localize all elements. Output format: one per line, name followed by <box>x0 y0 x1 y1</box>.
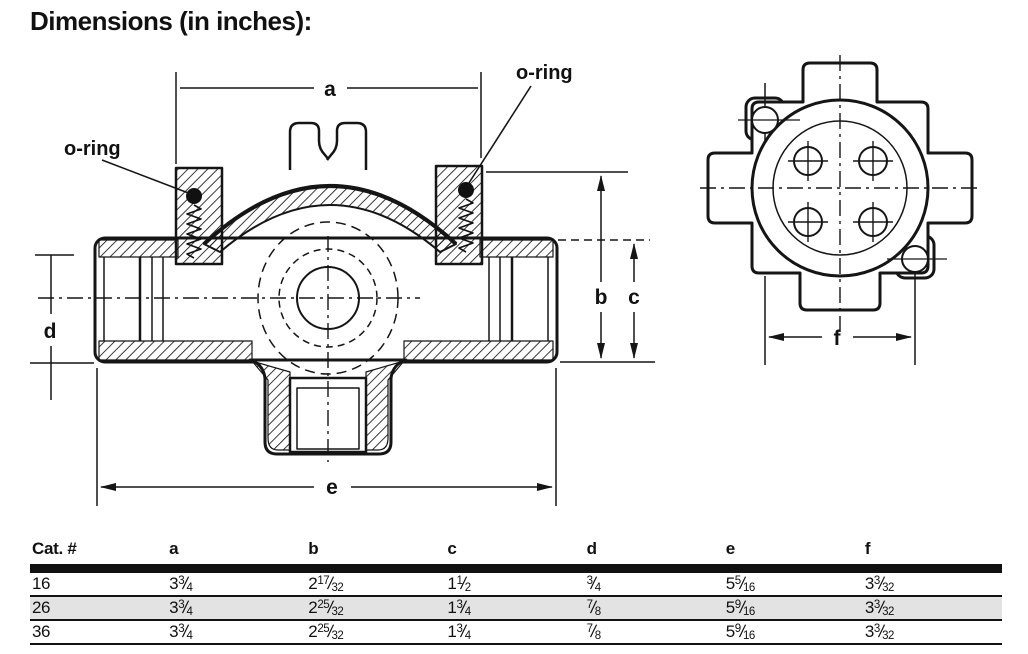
dim-a-value: 33/4 <box>169 574 193 594</box>
dim-e-value: 59/16 <box>725 622 756 642</box>
top-view: f <box>700 55 978 365</box>
dim-c-label: c <box>628 286 640 309</box>
dim-d-label: d <box>44 320 57 343</box>
dim-f-value: 33/32 <box>864 622 895 642</box>
thread-right <box>458 198 474 253</box>
top-wall-left <box>98 239 179 258</box>
oring-label-right: o-ring <box>516 62 573 84</box>
dim-a-value: 33/4 <box>169 598 193 618</box>
page-title: Dimensions (in inches): <box>30 6 312 36</box>
bottom-hub-wall-right <box>365 360 405 451</box>
oring-leader-right <box>466 85 532 187</box>
cross-section-view: o-ring o-ring a b <box>30 62 655 506</box>
bottom-hub-wall-left <box>251 360 291 451</box>
dim-e-value: 55/16 <box>725 574 756 594</box>
dim-e-value: 59/16 <box>725 598 756 618</box>
dim-d-value: 7/8 <box>586 598 602 618</box>
bottom-wall-right <box>403 340 554 361</box>
col-header-cat: Cat. # <box>30 537 168 573</box>
col-header-f: f <box>862 537 1002 573</box>
bolt <box>853 202 893 242</box>
cat-number: 16 <box>32 574 51 593</box>
table-row: 36 33/4 225/32 13/4 7/8 59/16 33/32 <box>30 620 1002 644</box>
cover-clamp-left <box>288 121 330 170</box>
oring-dot-left <box>186 188 202 204</box>
dim-c-value: 13/4 <box>447 622 471 642</box>
dim-c-value: 11/2 <box>447 574 471 594</box>
bottom-wall-left <box>98 340 253 361</box>
flange-right <box>434 164 484 266</box>
dim-f-value: 33/32 <box>864 574 895 594</box>
dim-f-label: f <box>834 327 842 350</box>
technical-drawing: o-ring o-ring a b <box>30 55 978 506</box>
dim-a <box>175 72 482 164</box>
dim-e-label: e <box>326 476 338 499</box>
col-header-d: d <box>584 537 724 573</box>
dim-d-value: 3/4 <box>586 574 602 594</box>
dim-b-value: 225/32 <box>308 622 344 642</box>
hub-thread-lines <box>103 257 549 341</box>
col-header-b: b <box>306 537 446 573</box>
dim-a-value: 33/4 <box>169 622 193 642</box>
bolt <box>788 141 828 181</box>
dim-b-value: 217/32 <box>308 574 344 594</box>
dim-b-value: 225/32 <box>308 598 344 618</box>
thread-left <box>186 204 202 259</box>
dim-a-label: a <box>324 78 336 101</box>
table-row: 16 33/4 217/32 11/2 3/4 55/16 33/32 <box>30 569 1002 596</box>
cover-clamp-right <box>326 121 368 170</box>
dim-f-value: 33/32 <box>864 598 895 618</box>
dim-b-label: b <box>595 286 608 309</box>
oring-leader-left <box>101 159 192 195</box>
dim-d-value: 7/8 <box>586 622 602 642</box>
dimensions-table: Cat. # a b c d e f 16 33/4 217/32 11/2 3… <box>30 537 1002 645</box>
corner-screw-lower-right <box>887 245 947 273</box>
cat-number: 26 <box>32 598 51 617</box>
oring-label-left: o-ring <box>64 138 121 160</box>
cover-bolts <box>788 141 893 242</box>
cat-number: 36 <box>32 622 51 641</box>
bolt <box>788 202 828 242</box>
col-header-c: c <box>445 537 585 573</box>
bolt <box>853 141 893 181</box>
col-header-a: a <box>167 537 307 573</box>
col-header-e: e <box>723 537 863 573</box>
dim-f <box>764 83 916 365</box>
oring-dot-right <box>458 182 474 198</box>
dim-c-value: 13/4 <box>447 598 471 618</box>
top-wall-right <box>479 239 554 258</box>
table-header: Cat. # a b c d e f <box>30 537 1002 573</box>
corner-screw-upper-left <box>738 106 800 134</box>
table-row: 26 33/4 225/32 13/4 7/8 59/16 33/32 <box>30 596 1002 620</box>
dim-e <box>96 368 557 506</box>
dome-outer-arc <box>202 184 458 246</box>
dim-d <box>30 254 94 400</box>
dim-b <box>486 171 655 363</box>
